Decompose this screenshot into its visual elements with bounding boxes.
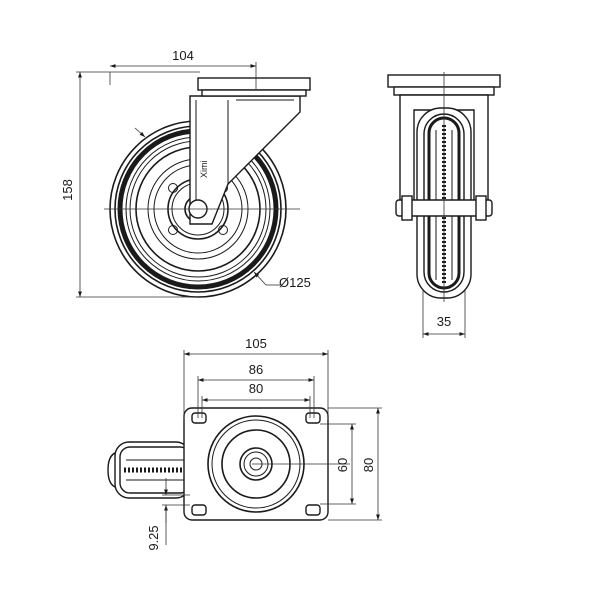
brand-logo: Ximi bbox=[199, 161, 209, 179]
dim-label-158: 158 bbox=[60, 179, 75, 201]
fork-side bbox=[189, 95, 301, 225]
dim-label-35: 35 bbox=[437, 314, 451, 329]
dim-label-125: Ø125 bbox=[279, 275, 311, 290]
dim-label-60: 60 bbox=[335, 458, 350, 472]
dim-label-104: 104 bbox=[172, 48, 194, 63]
top-plate-side bbox=[197, 77, 311, 97]
dim-label-86: 86 bbox=[249, 362, 263, 377]
top-view: 105 86 80 60 80 bbox=[107, 336, 382, 551]
dim-label-105: 105 bbox=[245, 336, 267, 351]
dim-86: 86 bbox=[197, 362, 315, 418]
dim-158: 158 bbox=[60, 71, 200, 298]
dim-label-80-right: 80 bbox=[361, 458, 376, 472]
dim-104: 104 bbox=[109, 48, 257, 90]
dim-label-9-25: 9.25 bbox=[146, 525, 161, 550]
dim-35: 35 bbox=[422, 290, 466, 338]
dim-80-right: 80 bbox=[328, 407, 382, 521]
front-view: 35 bbox=[387, 72, 501, 338]
side-view: Ximi 104 158 Ø125 bbox=[60, 48, 311, 298]
dim-label-80-top: 80 bbox=[249, 381, 263, 396]
wheel-top bbox=[107, 441, 191, 499]
dim-diameter-125: Ø125 bbox=[134, 127, 311, 290]
dim-60: 60 bbox=[320, 423, 356, 505]
bolt-holes bbox=[191, 412, 321, 516]
dim-80-top: 80 bbox=[201, 381, 311, 418]
dim-9-25: 9.25 bbox=[146, 478, 190, 551]
